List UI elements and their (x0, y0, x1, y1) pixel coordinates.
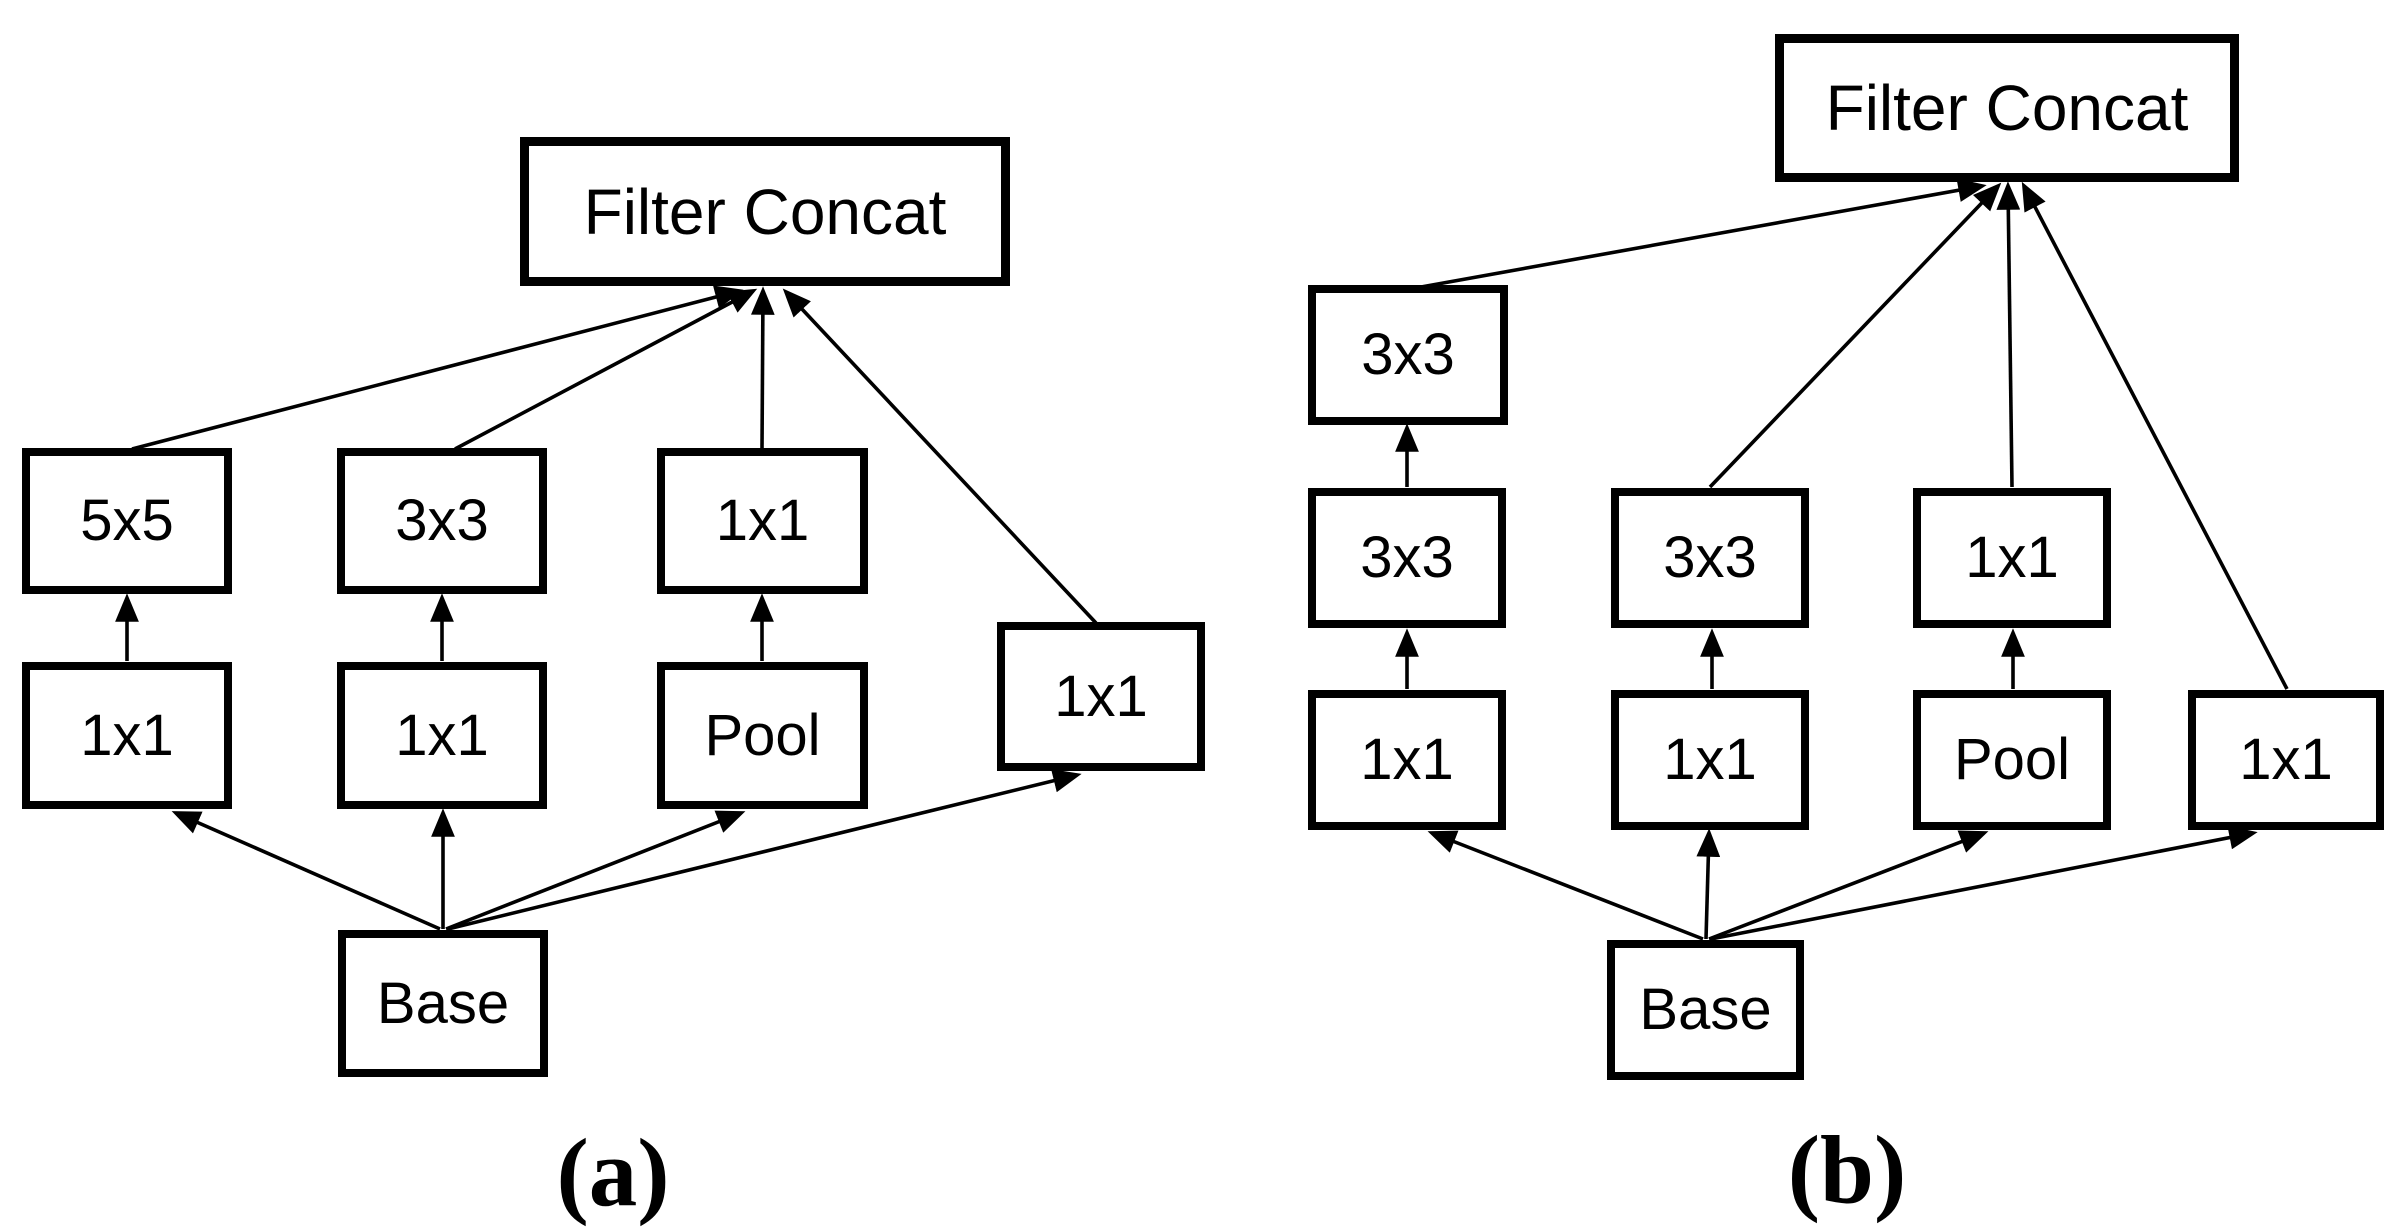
edge-conv3x3-top-to-filter-concat-b (1420, 178, 1987, 289)
edge-base-to-pool-a (445, 810, 746, 931)
node-conv3x3-branch2-b: 3x3 (1611, 488, 1809, 628)
edge-base-to-conv1x1-shortcut-a (447, 769, 1082, 931)
node-conv1x1-shortcut-b: 1x1 (2188, 690, 2384, 830)
node-conv1x1-branch2-b: 1x1 (1611, 690, 1809, 830)
node-pool-b: Pool (1913, 690, 2111, 830)
node-conv1x1-branch1-b: 1x1 (1308, 690, 1506, 830)
node-filter-concat-b: Filter Concat (1775, 34, 2239, 182)
edge-base-to-pool-b (1708, 830, 1989, 941)
node-conv1x1-branch1-a: 1x1 (22, 662, 232, 809)
edge-conv3x3-to-filter-concat-a (454, 288, 758, 451)
edge-conv1x1-branch3-top-to-filter-concat-b (1996, 181, 2021, 488)
node-conv5x5-a: 5x5 (22, 448, 232, 594)
node-conv1x1-branch2-a: 1x1 (337, 662, 547, 809)
node-filter-concat-a: Filter Concat (520, 137, 1010, 286)
node-conv3x3-branch1-b: 3x3 (1308, 488, 1506, 628)
edge-base-to-conv1x1-branch2-b (1696, 828, 1721, 940)
node-base-a: Base (338, 930, 548, 1077)
node-pool-a: Pool (657, 662, 868, 809)
node-conv1x1-branch3-top-a: 1x1 (657, 448, 868, 594)
caption-b: (b) (1787, 1116, 1907, 1224)
node-base-b: Base (1607, 940, 1804, 1080)
edge-conv1x1-shortcut-to-filter-concat-b (2021, 181, 2289, 690)
edge-conv1x1-branch3-top-to-filter-concat-a (750, 286, 775, 450)
edge-base-to-conv1x1-branch1-b (1427, 830, 1704, 941)
node-conv1x1-shortcut-a: 1x1 (997, 622, 1205, 771)
edge-base-to-conv1x1-shortcut-b (1710, 825, 2258, 941)
caption-a: (a) (556, 1119, 670, 1227)
node-conv3x3-top-b: 3x3 (1308, 285, 1508, 425)
node-conv3x3-a: 3x3 (337, 448, 547, 594)
edge-conv3x3-branch2-to-filter-concat-b (1708, 182, 2002, 489)
edge-conv1x1-shortcut-to-filter-concat-a (782, 288, 1098, 625)
edge-base-to-conv1x1-branch1-a (171, 811, 441, 931)
edge-conv5x5-to-filter-concat-a (131, 285, 744, 451)
node-conv1x1-branch3-top-b: 1x1 (1913, 488, 2111, 628)
